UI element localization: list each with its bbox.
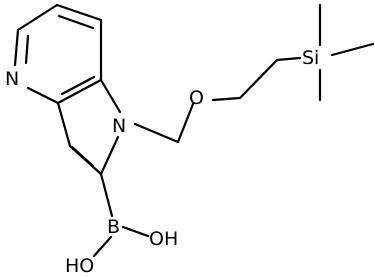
bond-c2-c3-inner — [70, 145, 95, 168]
atom-label-hydroxyl-1: OH — [149, 228, 178, 250]
atom-label-pyrrole-n: N — [112, 115, 126, 137]
bond-n1-c2 — [99, 135, 120, 176]
bond-n1-ch2 — [133, 122, 180, 144]
bond-ch2-si — [275, 56, 302, 62]
bond-c7-c6 — [55, 3, 103, 22]
bond-c3a-c7a — [56, 78, 103, 105]
bond-o-ch2 — [211, 96, 242, 102]
bond-c5-n4-inner — [24, 34, 30, 65]
bond-n4-c3a — [26, 86, 60, 105]
bond-b-ho — [92, 235, 113, 258]
atom-label-hydroxyl-2: HO — [65, 255, 94, 277]
atom-label-boron: B — [107, 216, 120, 238]
bond-ch2-o — [176, 102, 195, 144]
bond-si-me-right — [330, 42, 375, 57]
bond-c2-b — [99, 172, 114, 218]
bond-c7-c6-inner — [57, 14, 95, 30]
bond-c5-n4 — [13, 28, 20, 67]
bond-c7a-n1 — [99, 78, 122, 114]
bond-c6-c5 — [16, 3, 59, 32]
atom-labels: N N O Si B OH HO — [5, 47, 319, 277]
atom-label-silicon: Si — [302, 47, 319, 69]
atom-label-pyridine-n: N — [5, 68, 19, 90]
bond-ch2-ch2 — [238, 58, 279, 100]
atom-label-ether-o: O — [189, 87, 204, 109]
bond-b-oh — [121, 225, 150, 238]
bond-c3a-c7a-inner — [60, 75, 96, 96]
bond-lines — [13, 3, 375, 258]
bond-c3-c3a — [56, 101, 72, 148]
